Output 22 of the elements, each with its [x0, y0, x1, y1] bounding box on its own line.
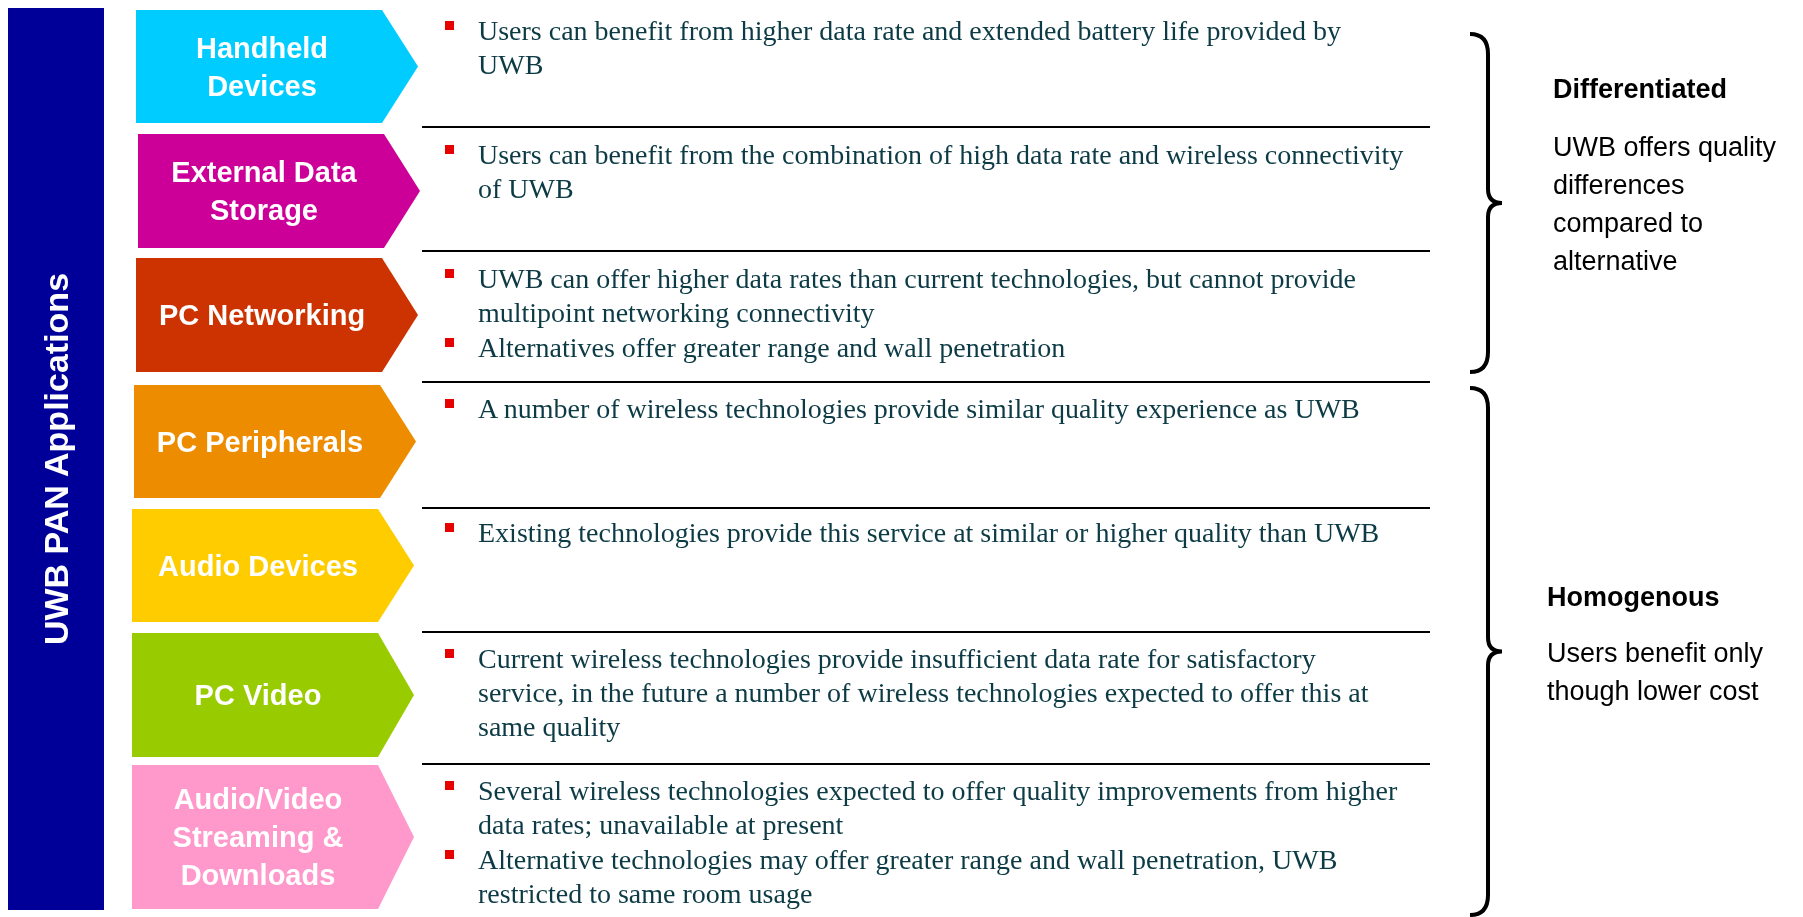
chevron-label: Audio/Video Streaming & Downloads — [132, 765, 414, 909]
vertical-banner — [8, 8, 104, 910]
bullet-text: Alternative technologies may offer greater range and wall penetration, UWB restricted to same room usage — [478, 843, 1339, 911]
chevron-label: Audio Devices — [132, 509, 414, 622]
annotation-heading: Differentiated — [1553, 73, 1729, 106]
bullet-text: Current wireless technologies provide insufficient data rate for satisfactory service, in the future a number of wireless technologies expected to offer this at same quality — [478, 642, 1370, 744]
annotation-text: Users benefit only though lower cost — [1547, 637, 1765, 708]
bullet-text: UWB can offer higher data rates than current technologies, but cannot provide multipoint networking connectivity — [478, 262, 1358, 330]
chevron-label: Handheld Devices — [136, 10, 418, 123]
banner-title: UWB PAN Applications — [36, 272, 76, 646]
bullet-text: Several wireless technologies expected to offer quality improvements from higher data rates; unavailable at present — [478, 774, 1399, 842]
annotation-text: UWB offers quality differences compared to alternative — [1553, 131, 1778, 278]
chevron-label: PC Peripherals — [134, 385, 416, 498]
bullet-text: Users can benefit from higher data rate and extended battery life provided by UWB — [478, 14, 1342, 82]
annotation-heading: Homogenous — [1547, 581, 1721, 614]
bullet-text: Alternatives offer greater range and wall penetration — [478, 331, 1067, 365]
chevron-label: External Data Storage — [138, 134, 420, 248]
bullet-text: Existing technologies provide this service at similar or higher quality than UWB — [478, 516, 1381, 550]
chevron-label: PC Networking — [136, 258, 418, 372]
bullet-text: Users can benefit from the combination of high data rate and wireless connectivity of UWB — [478, 138, 1405, 206]
bullet-text: A number of wireless technologies provide similar quality experience as UWB — [478, 392, 1361, 426]
chevron-label: PC Video — [132, 633, 414, 757]
